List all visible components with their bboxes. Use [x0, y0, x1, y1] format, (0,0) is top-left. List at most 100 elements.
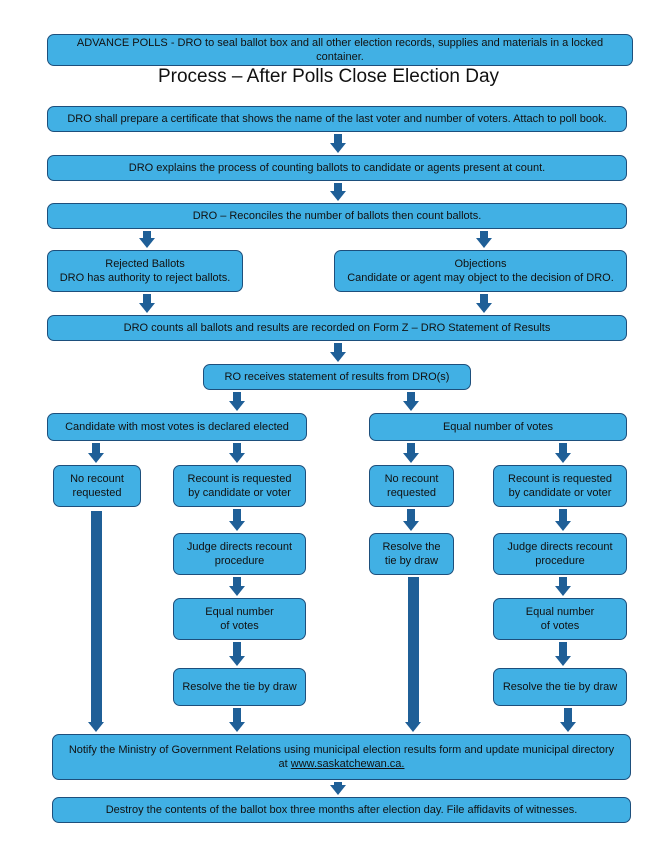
right-no-recount-box: No recount requested: [369, 465, 454, 507]
left-no-recount-line2: requested: [72, 487, 122, 499]
arrow-ro-to-most-votes-shaft: [233, 392, 241, 401]
arrow-right-resolve-to-notify-head: [405, 722, 421, 732]
reconcile-box: DRO – Reconciles the number of ballots t…: [47, 203, 627, 229]
left-recount-line2: by candidate or voter: [188, 487, 291, 499]
equal-votes-top-box: Equal number of votes: [369, 413, 627, 441]
arrow-equal-to-right-recount-head: [555, 453, 571, 463]
arrow-notify-to-destroy-shaft: [334, 782, 342, 785]
arrow-ro-to-most-votes-head: [229, 401, 245, 411]
arrow-ro-to-equal-votes-shaft: [407, 392, 415, 401]
rejected-ballots-title: Rejected Ballots: [105, 258, 185, 270]
arrow-right-recount-to-judge-head: [555, 521, 571, 531]
equal-votes-top-text: Equal number of votes: [442, 421, 554, 433]
arrow-left-norecount-to-notify-shaft: [90, 511, 102, 722]
left-equal-line2: of votes: [220, 620, 259, 632]
left-resolve-text: Resolve the tie by draw: [182, 681, 297, 693]
explain-text: DRO explains the process of counting bal…: [128, 162, 546, 174]
arrow-left-resolve-to-notify-shaft: [233, 708, 241, 722]
arrow-right-equal-to-resolve-head: [555, 656, 571, 666]
destroy-box: Destroy the contents of the ballot box t…: [52, 797, 631, 823]
arrow-left-resolve-to-notify-head: [229, 722, 245, 732]
arrow-equal-to-right-recount-shaft: [559, 443, 567, 453]
saskatchewan-link[interactable]: www.saskatchewan.ca.: [290, 758, 405, 770]
arrow-right-norecount-to-resolve-shaft: [407, 509, 415, 521]
right-resolve-small-line2: tie by draw: [384, 555, 439, 567]
arrow-rejected-to-formz-shaft: [143, 294, 151, 303]
right-no-recount-line1: No recount: [384, 473, 439, 485]
advance-polls-box: ADVANCE POLLS - DRO to seal ballot box a…: [47, 34, 633, 66]
right-resolve-small-box: Resolve the tie by draw: [369, 533, 454, 575]
arrow-left-recount-to-judge-head: [229, 521, 245, 531]
right-judge-box: Judge directs recount procedure: [493, 533, 627, 575]
arrow-left-equal-to-resolve-shaft: [233, 642, 241, 656]
arrow-formz-to-ro-shaft: [334, 343, 342, 352]
ro-receives-box: RO receives statement of results from DR…: [203, 364, 471, 390]
arrow-most-to-left-norecount-head: [88, 453, 104, 463]
rejected-ballots-box: Rejected Ballots DRO has authority to re…: [47, 250, 243, 292]
arrow-notify-to-destroy-head: [330, 785, 346, 795]
rejected-ballots-text: DRO has authority to reject ballots.: [59, 272, 231, 284]
reconcile-text: DRO – Reconciles the number of ballots t…: [192, 210, 482, 222]
arrow-left-recount-to-judge-shaft: [233, 509, 241, 521]
left-judge-line1: Judge directs recount: [186, 541, 293, 553]
objections-title: Objections: [454, 258, 507, 270]
arrow-most-to-left-norecount-shaft: [92, 443, 100, 453]
arrow-reconcile-to-objections-head: [476, 238, 492, 248]
arrow-left-judge-to-equal-shaft: [233, 577, 241, 586]
right-recount-box: Recount is requested by candidate or vot…: [493, 465, 627, 507]
most-votes-box: Candidate with most votes is declared el…: [47, 413, 307, 441]
arrow-right-resolve-to-notify-shaft: [407, 577, 419, 722]
ro-receives-text: RO receives statement of results from DR…: [224, 371, 450, 383]
notify-at-text: at: [278, 758, 288, 770]
right-equal-line1: Equal number: [525, 606, 595, 618]
arrow-most-to-left-recount-shaft: [233, 443, 241, 453]
destroy-text: Destroy the contents of the ballot box t…: [105, 804, 578, 816]
arrow-right-resolve-to-notify-head: [560, 722, 576, 732]
arrow-reconcile-to-objections-shaft: [480, 231, 488, 238]
arrow-left-norecount-to-notify-head: [88, 722, 104, 732]
arrow-explain-to-reconcile-shaft: [334, 183, 342, 191]
left-equal-box: Equal number of votes: [173, 598, 306, 640]
right-no-recount-line2: requested: [387, 487, 436, 499]
advance-polls-text: ADVANCE POLLS - DRO to seal ballot box a…: [76, 37, 604, 63]
arrow-right-norecount-to-resolve-head: [403, 521, 419, 531]
form-z-box: DRO counts all ballots and results are r…: [47, 315, 627, 341]
arrow-equal-to-right-norecount-head: [403, 453, 419, 463]
right-judge-line1: Judge directs recount: [507, 541, 613, 553]
right-judge-line2: procedure: [535, 555, 585, 567]
arrow-right-recount-to-judge-shaft: [559, 509, 567, 521]
arrow-most-to-left-recount-head: [229, 453, 245, 463]
arrow-formz-to-ro-head: [330, 352, 346, 362]
notify-text: Notify the Ministry of Government Relati…: [68, 744, 615, 756]
objections-box: Objections Candidate or agent may object…: [334, 250, 627, 292]
page-title: Process – After Polls Close Election Day: [157, 66, 500, 87]
arrow-rejected-to-formz-head: [139, 303, 155, 313]
notify-box: Notify the Ministry of Government Relati…: [52, 734, 631, 780]
arrow-certificate-to-explain-head: [330, 143, 346, 153]
form-z-text: DRO counts all ballots and results are r…: [123, 322, 551, 334]
arrow-equal-to-right-norecount-shaft: [407, 443, 415, 453]
certificate-box: DRO shall prepare a certificate that sho…: [47, 106, 627, 132]
left-judge-box: Judge directs recount procedure: [173, 533, 306, 575]
explain-box: DRO explains the process of counting bal…: [47, 155, 627, 181]
left-equal-line1: Equal number: [205, 606, 274, 618]
arrow-ro-to-equal-votes-head: [403, 401, 419, 411]
arrow-right-judge-to-equal-head: [555, 586, 571, 596]
right-resolve-text: Resolve the tie by draw: [502, 681, 618, 693]
arrow-right-judge-to-equal-shaft: [559, 577, 567, 586]
right-recount-line1: Recount is requested: [508, 473, 612, 485]
left-judge-line2: procedure: [214, 555, 265, 567]
left-resolve-box: Resolve the tie by draw: [173, 668, 306, 706]
left-no-recount-line1: No recount: [70, 473, 124, 485]
right-resolve-small-line1: Resolve the: [382, 541, 441, 553]
certificate-text: DRO shall prepare a certificate that sho…: [67, 113, 607, 125]
right-equal-line2: of votes: [540, 620, 580, 632]
arrow-explain-to-reconcile-head: [330, 191, 346, 201]
left-recount-line1: Recount is requested: [187, 473, 292, 485]
left-recount-box: Recount is requested by candidate or vot…: [173, 465, 306, 507]
left-no-recount-box: No recount requested: [53, 465, 141, 507]
arrow-right-equal-to-resolve-shaft: [559, 642, 567, 656]
right-recount-line2: by candidate or voter: [508, 487, 612, 499]
right-equal-box: Equal number of votes: [493, 598, 627, 640]
arrow-left-judge-to-equal-head: [229, 586, 245, 596]
